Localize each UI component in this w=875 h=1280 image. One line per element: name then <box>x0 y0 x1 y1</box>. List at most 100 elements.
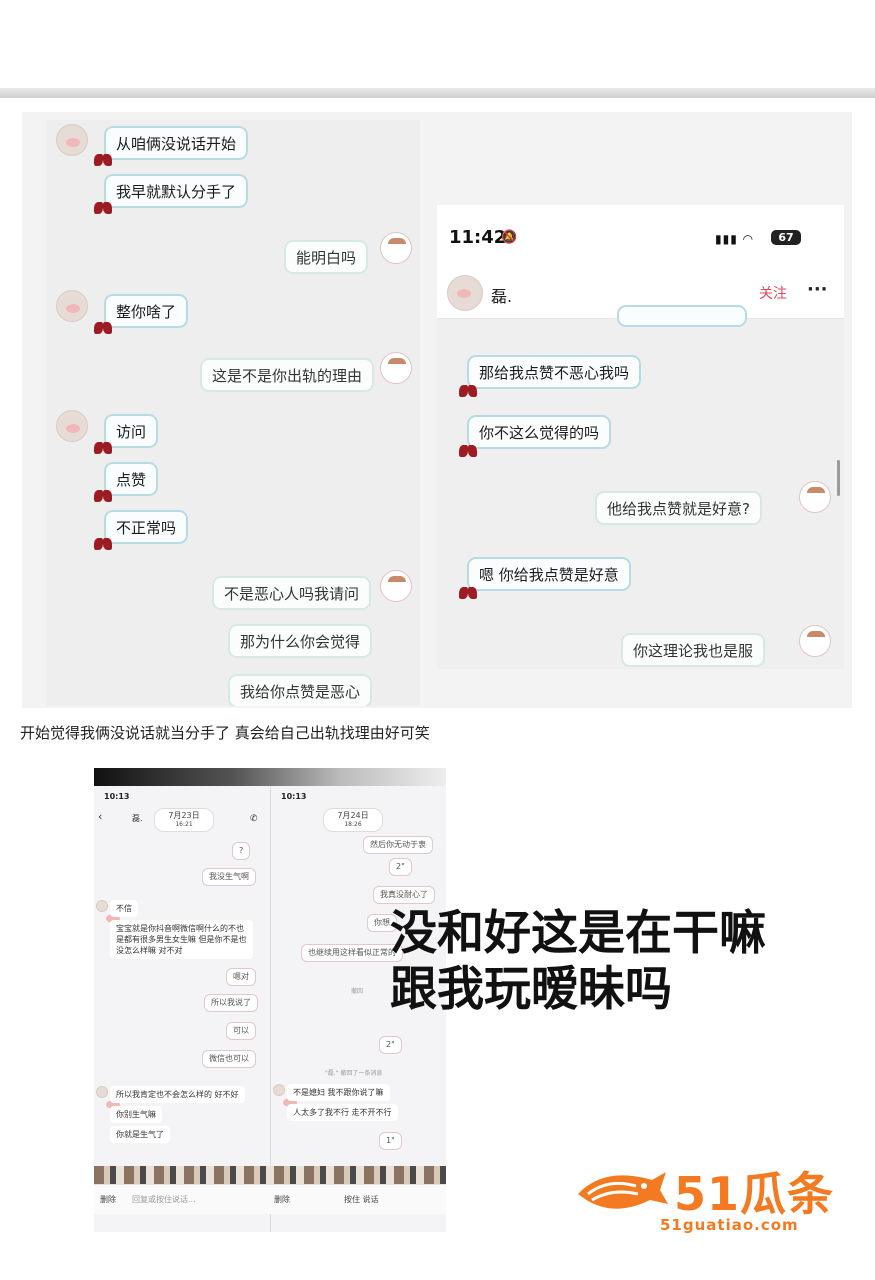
chat-bubble: 你就是生气了 <box>110 1126 170 1143</box>
chat-screenshot-left: 从咱俩没说话开始 我早就默认分手了 能明白吗 整你啥了 这是不是你出轨的理由 访… <box>46 120 420 706</box>
contact-avatar[interactable] <box>447 275 483 311</box>
mute-bell-icon: 🔕 <box>501 230 518 245</box>
chat-bubble: 这是不是你出轨的理由 <box>200 358 375 392</box>
chat-bubble: 能明白吗 <box>284 240 369 274</box>
collage-left-screen: 10:13 ‹ 磊. 7月23日 16:21 ✆ ? 我没生气啊 不信 宝宝就是… <box>94 786 270 1232</box>
chat-bubble: 我早就默认分手了 <box>104 174 249 208</box>
pig-avatar <box>56 290 88 322</box>
chat-bubble: 微信也可以 <box>202 1050 256 1068</box>
top-divider <box>0 88 875 98</box>
overlay-line: 没和好这是在干嘛 <box>390 906 766 961</box>
pig-avatar <box>96 900 120 923</box>
bow-icon <box>94 322 112 334</box>
date-label: 7月24日 <box>337 811 369 820</box>
chat-bubble: 他给我点赞就是好意? <box>595 491 762 525</box>
date-label: 7月23日 <box>168 811 200 820</box>
scrollbar[interactable] <box>837 460 840 496</box>
photo-strip[interactable] <box>94 1166 446 1184</box>
chat-bubble: 我没生气啊 <box>202 868 256 886</box>
signal-icon: ▮▮▮ ◠ <box>715 232 755 246</box>
bow-icon <box>94 538 112 550</box>
chat-bubble: 不信 <box>110 900 138 917</box>
date-time: 18:26 <box>344 821 362 828</box>
chat-bubble: 嗯对 <box>226 968 256 986</box>
date-time: 16:21 <box>175 821 193 828</box>
chat-bubble: 所以我说了 <box>204 994 258 1012</box>
chat-screenshot-right: 11:42 🔕 ▮▮▮ ◠ 67 磊. 关注 ··· 那给我点赞不恶心我吗 你不… <box>437 205 844 669</box>
brand-name: 51瓜条 <box>674 1167 835 1221</box>
withdraw-note: 撤回 <box>351 988 364 995</box>
chat-bubble: 可以 <box>226 1022 256 1040</box>
chat-collage: 10:13 ‹ 磊. 7月23日 16:21 ✆ ? 我没生气啊 不信 宝宝就是… <box>94 768 446 1232</box>
kitty-avatar <box>799 481 831 513</box>
post-caption: 开始觉得我俩没说话就当分手了 真会给自己出轨找理由好可笑 <box>20 724 430 742</box>
chat-bubble: 访问 <box>104 414 159 448</box>
partial-bubble <box>617 305 747 327</box>
status-time: 10:13 <box>281 792 307 801</box>
more-options-icon[interactable]: ··· <box>807 279 828 300</box>
pig-avatar <box>273 1084 297 1107</box>
status-time: 10:13 <box>104 792 130 801</box>
chat-bubble: 你不这么觉得的吗 <box>467 415 612 449</box>
torn-edge <box>94 768 446 786</box>
chat-bubble: 然后你无动于衷 <box>363 836 433 854</box>
voice-bubble[interactable]: 1" <box>379 1132 402 1150</box>
pig-avatar <box>56 124 88 156</box>
status-bar: 11:42 🔕 ▮▮▮ ◠ 67 <box>437 205 844 267</box>
chat-bubble: 你别生气嘛 <box>110 1106 162 1123</box>
chat-bubble: 你这理论我也是服 <box>621 633 766 667</box>
contact-name: 磊. <box>132 814 143 823</box>
chat-bubble: 不是媳妇 我不跟你说了嘛 <box>287 1084 390 1101</box>
overlay-text: 没和好这是在干嘛 跟我玩暧昧吗 <box>390 906 766 1018</box>
chat-bubble: 宝宝就是你抖音啊微信啊什么的不也 是都有很多男生女生嘛 但是你不是也 没怎么样嘛… <box>110 920 253 959</box>
back-icon[interactable]: ‹ <box>98 810 103 823</box>
kitty-avatar <box>380 232 412 264</box>
chat-bubble: ? <box>232 842 251 860</box>
kitty-avatar <box>799 625 831 657</box>
contact-name[interactable]: 磊. <box>491 287 513 306</box>
delete-button[interactable]: 删除 <box>274 1195 290 1204</box>
bow-icon <box>94 154 112 166</box>
delete-button[interactable]: 删除 <box>100 1195 116 1204</box>
chat-bubble: 从咱俩没说话开始 <box>104 126 249 160</box>
chat-bubble: 人太多了我不行 走不开不行 <box>287 1104 398 1121</box>
recall-note: "磊." 撤回了一条消息 <box>325 1070 383 1077</box>
bow-icon <box>459 445 477 457</box>
hold-to-talk-button[interactable]: 按住 说话 <box>344 1195 379 1204</box>
top-bar <box>0 0 875 88</box>
voice-bubble[interactable]: 2" <box>379 1036 402 1054</box>
overlay-line: 跟我玩暧昧吗 <box>390 962 672 1017</box>
voice-bubble[interactable]: 2" <box>389 858 412 876</box>
bow-icon <box>94 442 112 454</box>
chat-bubble: 我给你点赞是恶心 <box>228 674 373 706</box>
chat-header: 磊. 关注 ··· <box>437 267 844 319</box>
chat-bubble: 也继续用这样看似正常的 <box>301 944 403 962</box>
chat-bubble: 我真没耐心了 <box>373 886 435 904</box>
bow-icon <box>459 385 477 397</box>
chat-bubble: 点赞 <box>104 462 159 496</box>
chat-bubble: 那为什么你会觉得 <box>228 624 373 658</box>
chat-bubble: 所以我肯定也不会怎么样的 好不好 <box>110 1086 245 1103</box>
battery-icon: 67 <box>771 230 801 245</box>
brand-url: 51guatiao.com <box>660 1216 799 1234</box>
date-pill: 7月23日 16:21 <box>154 808 214 832</box>
chat-bubble: 嗯 你给我点赞是好意 <box>467 557 631 591</box>
pig-avatar <box>56 410 88 442</box>
chat-bubble: 那给我点赞不恶心我吗 <box>467 355 642 389</box>
follow-button[interactable]: 关注 <box>759 286 787 302</box>
kitty-avatar <box>380 352 412 384</box>
chat-bubble: 你想 <box>367 914 397 932</box>
bow-icon <box>94 202 112 214</box>
status-time: 11:42 <box>449 227 507 248</box>
date-pill: 7月24日 18:26 <box>323 808 383 832</box>
chat-bubble: 不是恶心人吗我请问 <box>212 576 372 610</box>
reply-input[interactable]: 回复或按住说话... <box>132 1195 196 1204</box>
chat-bubble: 不正常吗 <box>104 510 189 544</box>
collage-right-screen: 10:13 7月24日 18:26 然后你无动于衷 2" 我真没耐心了 你想 也… <box>270 786 446 1232</box>
phone-icon[interactable]: ✆ <box>250 814 258 824</box>
fish-logo-icon <box>578 1172 668 1209</box>
kitty-avatar <box>380 570 412 602</box>
chat-bubble: 整你啥了 <box>104 294 189 328</box>
pig-avatar <box>96 1086 120 1109</box>
